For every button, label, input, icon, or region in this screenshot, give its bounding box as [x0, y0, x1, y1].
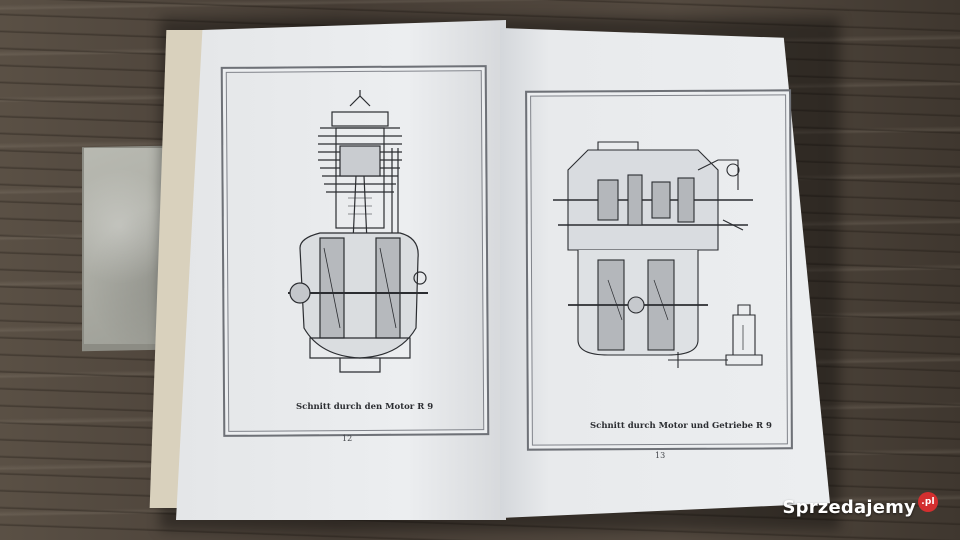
watermark-brand: Sprzedajemy [782, 497, 916, 518]
right-page-number: 13 [655, 451, 666, 460]
sprzedajemy-watermark-logo: Sprzedajemy .pl [782, 491, 938, 518]
right-figure-caption: Schnitt durch Motor und Getriebe R 9 [590, 421, 772, 431]
left-figure-caption: Schnitt durch den Motor R 9 [296, 402, 434, 412]
engine-gearbox-cross-section-illustration [553, 141, 763, 368]
watermark-tld-badge: .pl [918, 491, 938, 512]
engine-cross-section-illustration [288, 90, 428, 373]
left-page-number: 12 [342, 434, 353, 443]
